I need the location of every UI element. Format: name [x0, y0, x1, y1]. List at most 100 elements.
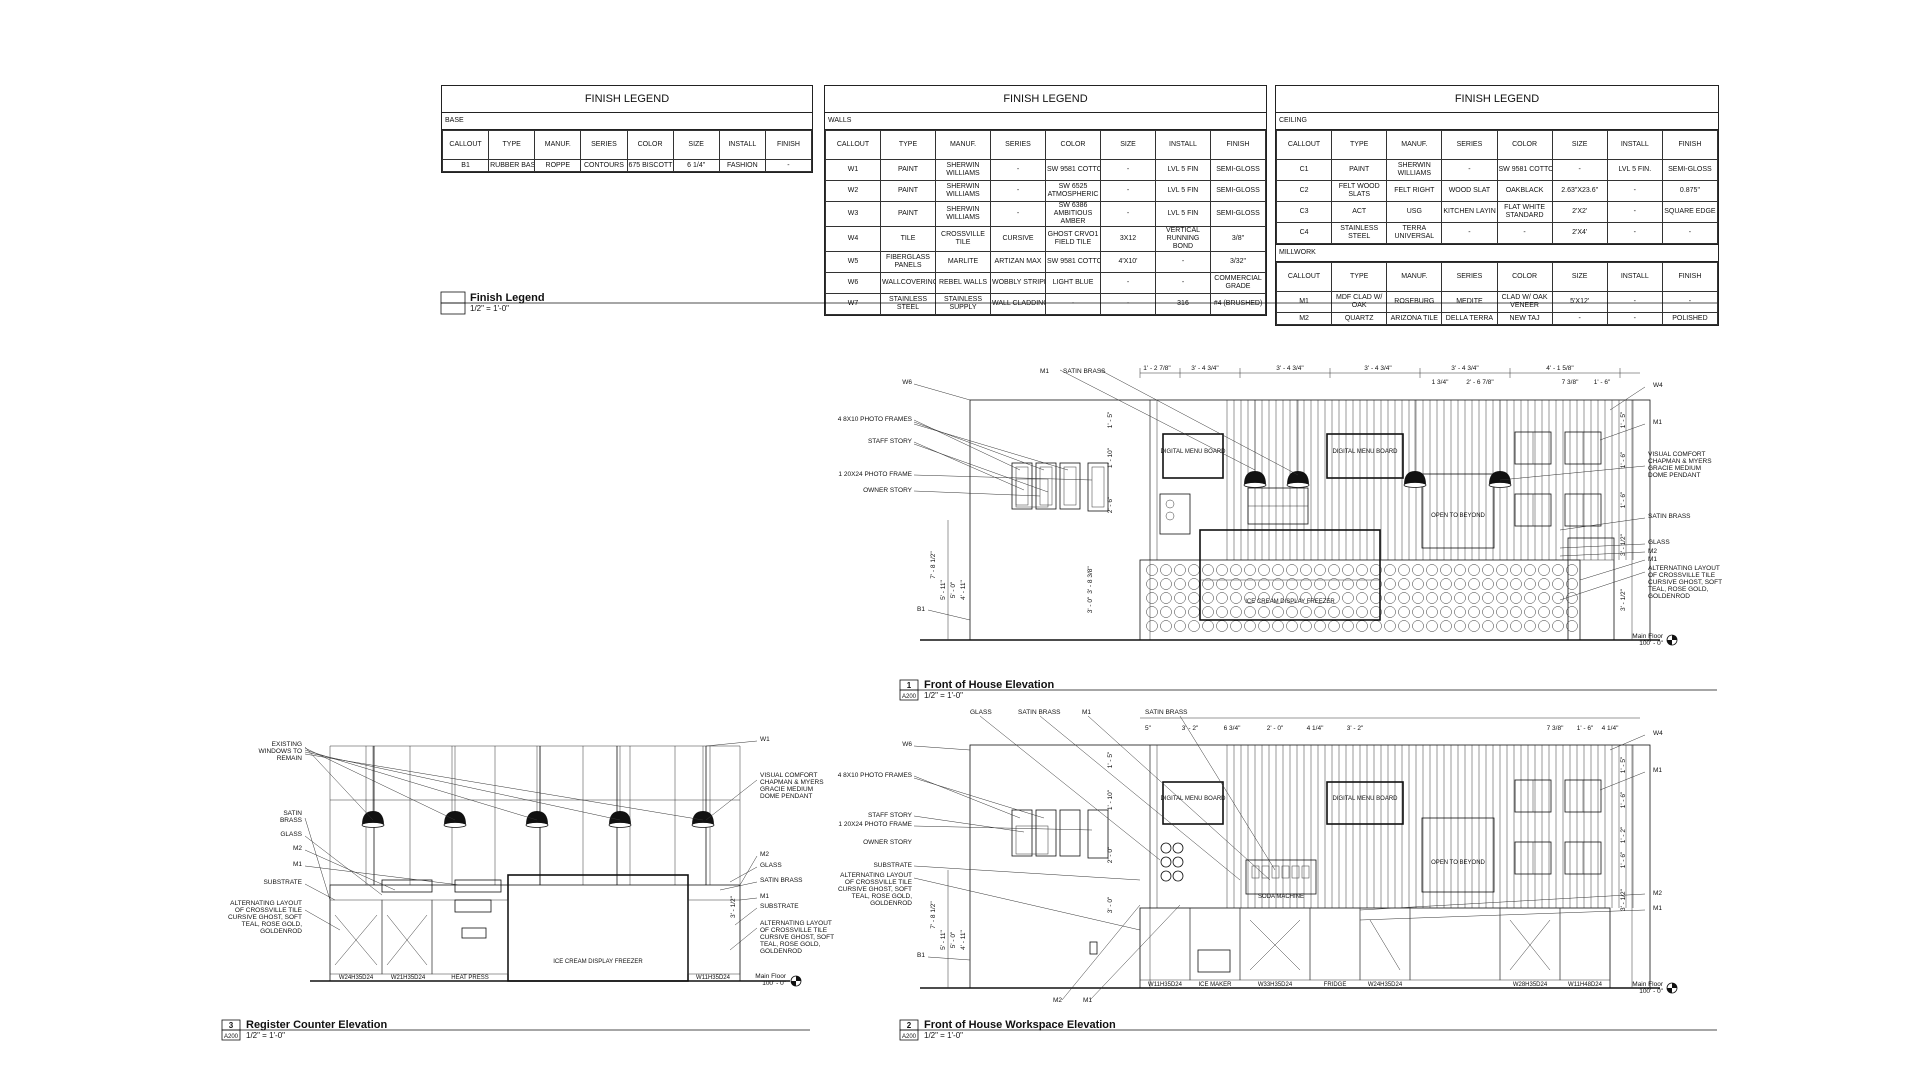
table-cell: -: [1045, 293, 1101, 315]
dimension-label: 5' - 11": [940, 929, 947, 949]
tile-circle: [1370, 578, 1382, 590]
dimension-label: 2' - 0": [1107, 846, 1114, 863]
table-cell: POLISHED: [1661, 312, 1719, 325]
annotation-label: 1 20X24 PHOTO FRAME: [838, 821, 912, 828]
tile-circle: [1566, 564, 1578, 576]
pendant-shade: [1489, 471, 1511, 485]
cup-stack: [1160, 842, 1184, 882]
table-cell: SHERWIN WILLIAMS: [935, 201, 991, 227]
dimension-label: 3' - 4 3/4": [1191, 365, 1219, 372]
leader-line: [334, 914, 378, 966]
tile-circle: [1538, 606, 1550, 618]
open-to-beyond-label: OPEN TO BEYOND: [1431, 513, 1485, 519]
tile-circle: [1426, 592, 1438, 604]
open-to-beyond: [1421, 817, 1495, 893]
dimension-label: 1' - 6": [1620, 491, 1627, 508]
dimension-label: 4' - 1 5/8": [1546, 365, 1574, 372]
equipment-label: W11H48D24: [1568, 982, 1603, 988]
leader-line: [304, 835, 383, 896]
floor-name: Main Floor: [1632, 981, 1664, 988]
windows: [1514, 779, 1602, 875]
freezer-label: ICE CREAM DISPLAY FREEZER: [553, 959, 643, 965]
tile-circle: [1566, 606, 1578, 618]
tile-circle: [1314, 564, 1326, 576]
annotation-label: EXISTING: [272, 741, 302, 748]
view-number: 3: [229, 1021, 234, 1030]
leader-line: [719, 881, 758, 891]
annotation-label: DOME PENDANT: [1648, 472, 1700, 479]
tile-circle: [1300, 592, 1312, 604]
tile-circle: [1538, 564, 1550, 576]
tile-circle: [1216, 564, 1228, 576]
tile-circle: [1524, 606, 1536, 618]
tile-circle: [1496, 592, 1508, 604]
tile-circle: [1524, 564, 1536, 576]
annotation-label: TEAL, ROSE GOLD,: [1648, 586, 1709, 593]
soda-nozzle: [1281, 865, 1290, 879]
tile-circle: [1398, 564, 1410, 576]
tile-circle: [1552, 592, 1564, 604]
equipment-label: W24H35D24: [1368, 982, 1403, 988]
annotation-label: STAFF STORY: [868, 812, 913, 819]
view-scale: 1/2" = 1'-0": [924, 1031, 963, 1040]
pendant-rim: [443, 822, 467, 828]
tile-circle: [1230, 564, 1242, 576]
pendant-rim: [525, 822, 549, 828]
tile-circle: [1188, 564, 1200, 576]
tile-circle: [1160, 620, 1172, 632]
dimension-label: 3' - 0": [1087, 596, 1094, 613]
soda-nozzle: [1261, 865, 1270, 879]
column-header: MANUF.: [1386, 130, 1443, 160]
tile-circle: [1454, 592, 1466, 604]
tile-circle: [1440, 592, 1452, 604]
annotation-label: VISUAL COMFORT: [760, 772, 817, 779]
tile-circle: [1174, 578, 1186, 590]
leader-line: [739, 897, 758, 901]
base-cabinet: [1309, 907, 1361, 981]
tile-circle: [1384, 578, 1396, 590]
dimension-label: 5' - 0": [950, 581, 957, 598]
annotation-label: W4: [1653, 382, 1663, 389]
tile-circle: [1160, 564, 1172, 576]
outlet-icon: [1089, 941, 1098, 955]
tile-circle: [1426, 578, 1438, 590]
tile-circle: [1370, 620, 1382, 632]
base-cabinet: [687, 899, 741, 975]
table-cell: SW 6386 AMBITIOUS AMBER: [1045, 201, 1101, 227]
ice-cream-freezer: [1199, 529, 1381, 621]
annotation-label: M2: [293, 845, 302, 852]
annotation-label: GOLDENROD: [1648, 593, 1690, 600]
dimension-label: 3' - 0": [1107, 896, 1114, 913]
base-cabinet: [1499, 907, 1561, 981]
tile-circle: [1272, 564, 1284, 576]
dimension-label: 3' - 1/2": [1620, 533, 1627, 556]
dimension-label: 1' - 5": [1107, 411, 1114, 428]
base-cabinet: [1139, 907, 1191, 981]
equipment-label: W21H35D24: [391, 975, 426, 981]
leader-line: [1579, 559, 1646, 581]
annotation-label: W6: [902, 379, 912, 386]
leader-line: [1559, 517, 1646, 531]
tile-circle: [1440, 620, 1452, 632]
tile-circle: [1314, 578, 1326, 590]
annotation-label: SATIN BRASS: [1145, 709, 1188, 716]
leader-line: [705, 779, 758, 821]
table-cell: ARIZONA TILE: [1386, 312, 1443, 325]
tile-circle: [1272, 606, 1284, 618]
tile-circle: [1286, 564, 1298, 576]
leader-line: [304, 747, 456, 821]
legend-title: FINISH LEGEND: [1276, 86, 1718, 113]
digital-menu-board-1: [1162, 433, 1224, 479]
tile-circle: [1314, 606, 1326, 618]
column-header: MANUF.: [1386, 262, 1443, 292]
column-header: CALLOUT: [1275, 262, 1333, 292]
annotation-label: M1: [293, 861, 302, 868]
tile-circle: [1370, 592, 1382, 604]
tile-circle: [1286, 592, 1298, 604]
leader-line: [1369, 919, 1401, 971]
tile-circle: [1482, 592, 1494, 604]
